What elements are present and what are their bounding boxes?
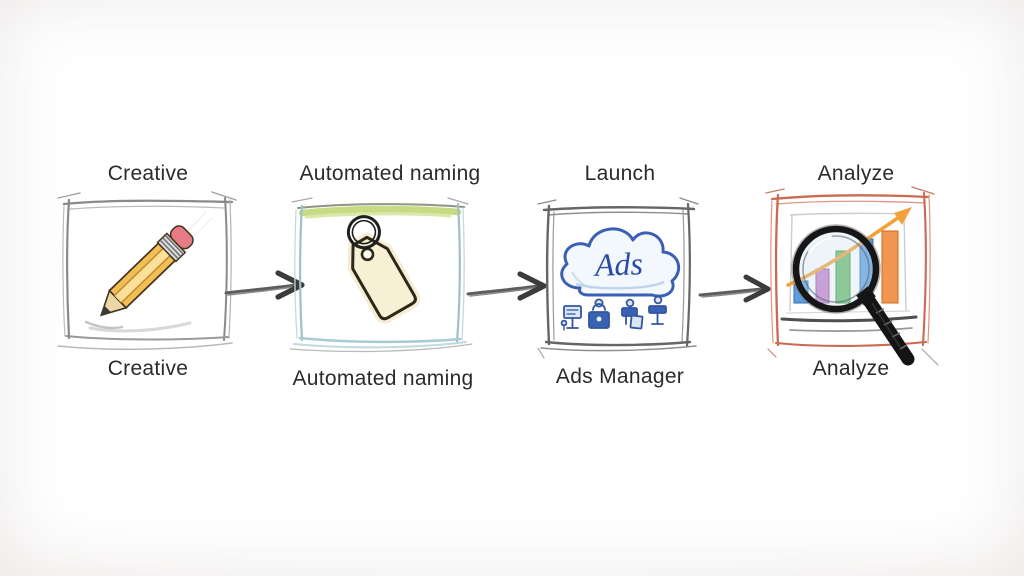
- step-title-analyze: Analyze: [817, 162, 895, 185]
- step-label-analyze: Analyze: [812, 357, 890, 380]
- box-frame: [57, 191, 237, 351]
- flow-arrow-2: [466, 271, 547, 301]
- arrow-right-icon: [517, 271, 547, 301]
- pencil-icon: [99, 225, 194, 317]
- step-label-launch: Ads Manager: [555, 365, 685, 388]
- sketch-box-creative: [57, 191, 237, 351]
- step-label-creative: Creative: [107, 357, 189, 380]
- box-frame: [537, 197, 699, 359]
- flow-arrow-3: [698, 274, 771, 303]
- price-tag-icon: [346, 215, 421, 324]
- glyph-person-stand-icon: [648, 295, 667, 325]
- pencil-shadow: [84, 320, 192, 333]
- sketch-box-automated-naming: [289, 197, 473, 353]
- step-title-creative: Creative: [107, 162, 189, 185]
- step-label-automated-naming: Automated naming: [292, 367, 474, 390]
- box-frame: [289, 197, 473, 353]
- step-title-automated-naming: Automated naming: [299, 162, 481, 185]
- sketch-box-analyze: [765, 186, 939, 366]
- arrow-right-icon: [743, 274, 771, 303]
- sketch-box-launch: Ads: [537, 197, 699, 359]
- arrow-right-icon: [275, 270, 305, 300]
- ads-cloud-text: Ads: [592, 245, 643, 283]
- step-title-launch: Launch: [584, 162, 656, 185]
- glyph-person-document-icon: [621, 298, 644, 330]
- ads-cloud-icon: Ads: [560, 227, 681, 298]
- box-frame: [765, 186, 939, 366]
- glyph-monitor-icon: [560, 305, 582, 331]
- flow-arrow-1: [224, 270, 305, 300]
- ads-manager-glyphs-icon: [560, 295, 667, 331]
- glyph-padlock-icon: [588, 298, 610, 329]
- magnifier-icon: [791, 224, 915, 366]
